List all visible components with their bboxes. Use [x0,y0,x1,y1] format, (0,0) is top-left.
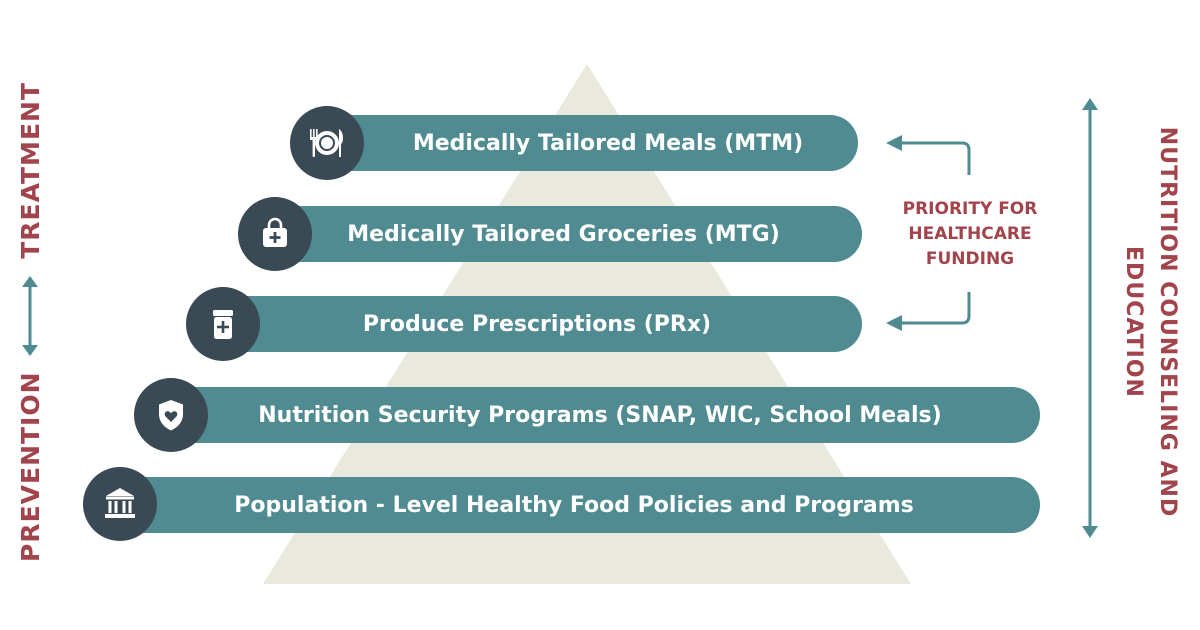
priority-top-arrow-icon [886,135,971,175]
tier-mtg: Medically Tailored Groceries (MTG) [265,206,862,262]
government-building-icon [105,488,135,518]
tier-label: Medically Tailored Meals (MTM) [412,130,804,156]
tier-label: Population - Level Healthy Food Policies… [234,492,914,518]
right-axis-label: NUTRITION COUNSELING AND EDUCATION [1116,112,1184,532]
tier-label: Nutrition Security Programs (SNAP, WIC, … [258,402,942,428]
priority-bottom-arrow-icon [886,292,971,331]
treatment-label: TREATMENT [15,82,45,259]
tier-label: Medically Tailored Groceries (MTG) [347,221,780,247]
tier-mtg-badge [238,197,312,271]
prevention-label: PREVENTION [15,371,45,562]
tier-mtm: Medically Tailored Meals (MTM) [318,115,858,171]
left-axis-labels: PREVENTION TREATMENT [10,82,50,562]
prescription-jar-icon [213,310,233,339]
tier-label: Produce Prescriptions (PRx) [362,311,712,337]
tier-nutrition-security: Nutrition Security Programs (SNAP, WIC, … [160,387,1040,443]
tier-prx-badge [186,287,260,361]
heart-shield-icon [159,400,183,431]
grocery-bag-plus-icon [263,217,287,247]
priority-line1: PRIORITY FOR [902,199,1038,219]
tier-mtm-badge [290,106,364,180]
tier-prx: Produce Prescriptions (PRx) [212,296,862,352]
right-double-arrow-icon [1082,98,1098,538]
right-axis-line2: EDUCATION [1121,246,1146,398]
plate-cutlery-icon [310,129,344,157]
right-axis-line1: NUTRITION COUNSELING AND [1155,126,1180,518]
tier-nutrition-security-badge [134,378,208,452]
priority-line3: FUNDING [925,249,1015,269]
priority-note: PRIORITY FOR HEALTHCARE FUNDING [878,197,1062,272]
tier-population-level-badge [83,467,157,541]
priority-line2: HEALTHCARE [908,224,1032,244]
left-double-arrow-icon [22,276,38,356]
tier-population-level: Population - Level Healthy Food Policies… [108,477,1040,533]
